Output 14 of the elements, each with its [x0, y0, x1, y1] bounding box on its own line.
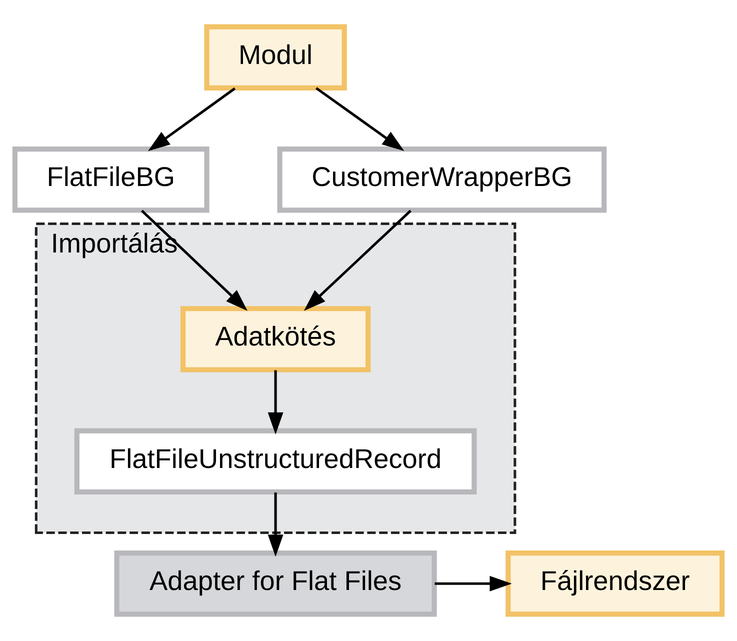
- arrow: [268, 492, 284, 557]
- arrow: [434, 576, 512, 592]
- arrow: [316, 87, 404, 151]
- node-box: FlatFileBG: [12, 146, 210, 213]
- node-box: CustomerWrapperBG: [277, 146, 607, 213]
- arrow: [304, 210, 412, 311]
- arrow: [140, 210, 248, 311]
- arrow: [148, 87, 236, 152]
- node-box: Fájlrendszer: [506, 550, 725, 617]
- node-box: Adatkötés: [180, 306, 371, 372]
- node-box: FlatFileUnstructuredRecord: [74, 428, 477, 495]
- node-box: Modul: [204, 24, 347, 90]
- node-box: Adapter for Flat Files: [114, 550, 437, 617]
- arrow: [268, 370, 284, 435]
